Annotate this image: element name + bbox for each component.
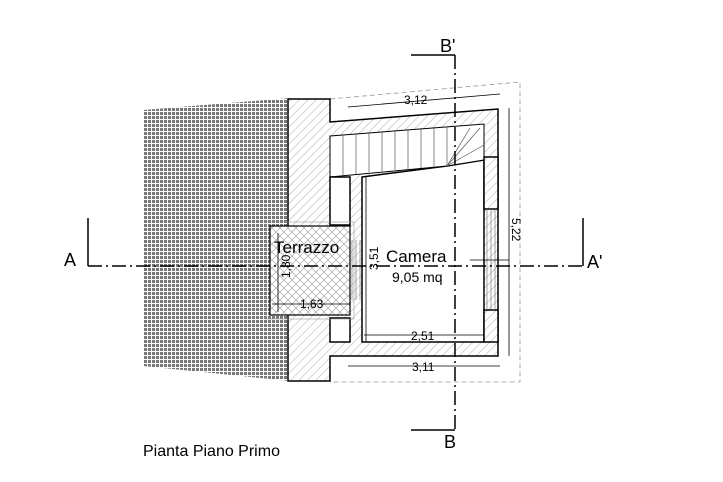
stair: [342, 127, 485, 175]
terrazzo-area: [269, 225, 351, 316]
dim-bottom-outer: 3,11: [412, 360, 435, 374]
dimension-lines: [272, 93, 510, 367]
room-name-terrazzo: Terrazzo: [274, 238, 339, 257]
section-label-b-prime: B': [440, 36, 455, 56]
outline-dashed: [329, 81, 521, 383]
dim-bottom-inner: 2,51: [411, 329, 435, 343]
roof-tiles: [143, 98, 290, 381]
dim-terrazzo-height: 1,80: [279, 254, 293, 278]
dim-terrazzo-width: 1,63: [300, 297, 324, 311]
room-name-camera: Camera: [386, 247, 447, 266]
room-area-camera: 9,05 mq: [392, 269, 443, 285]
drawing-title: Pianta Piano Primo: [143, 443, 280, 460]
dim-room-height: 3,51: [367, 246, 381, 270]
section-label-a: A: [64, 250, 76, 270]
section-label-b: B: [444, 432, 456, 452]
section-label-a-prime: A': [587, 252, 602, 272]
dim-top: 3,12: [404, 93, 428, 107]
section-lines: [88, 55, 583, 430]
dim-right: 5,22: [509, 218, 523, 242]
window-right: [486, 209, 496, 310]
